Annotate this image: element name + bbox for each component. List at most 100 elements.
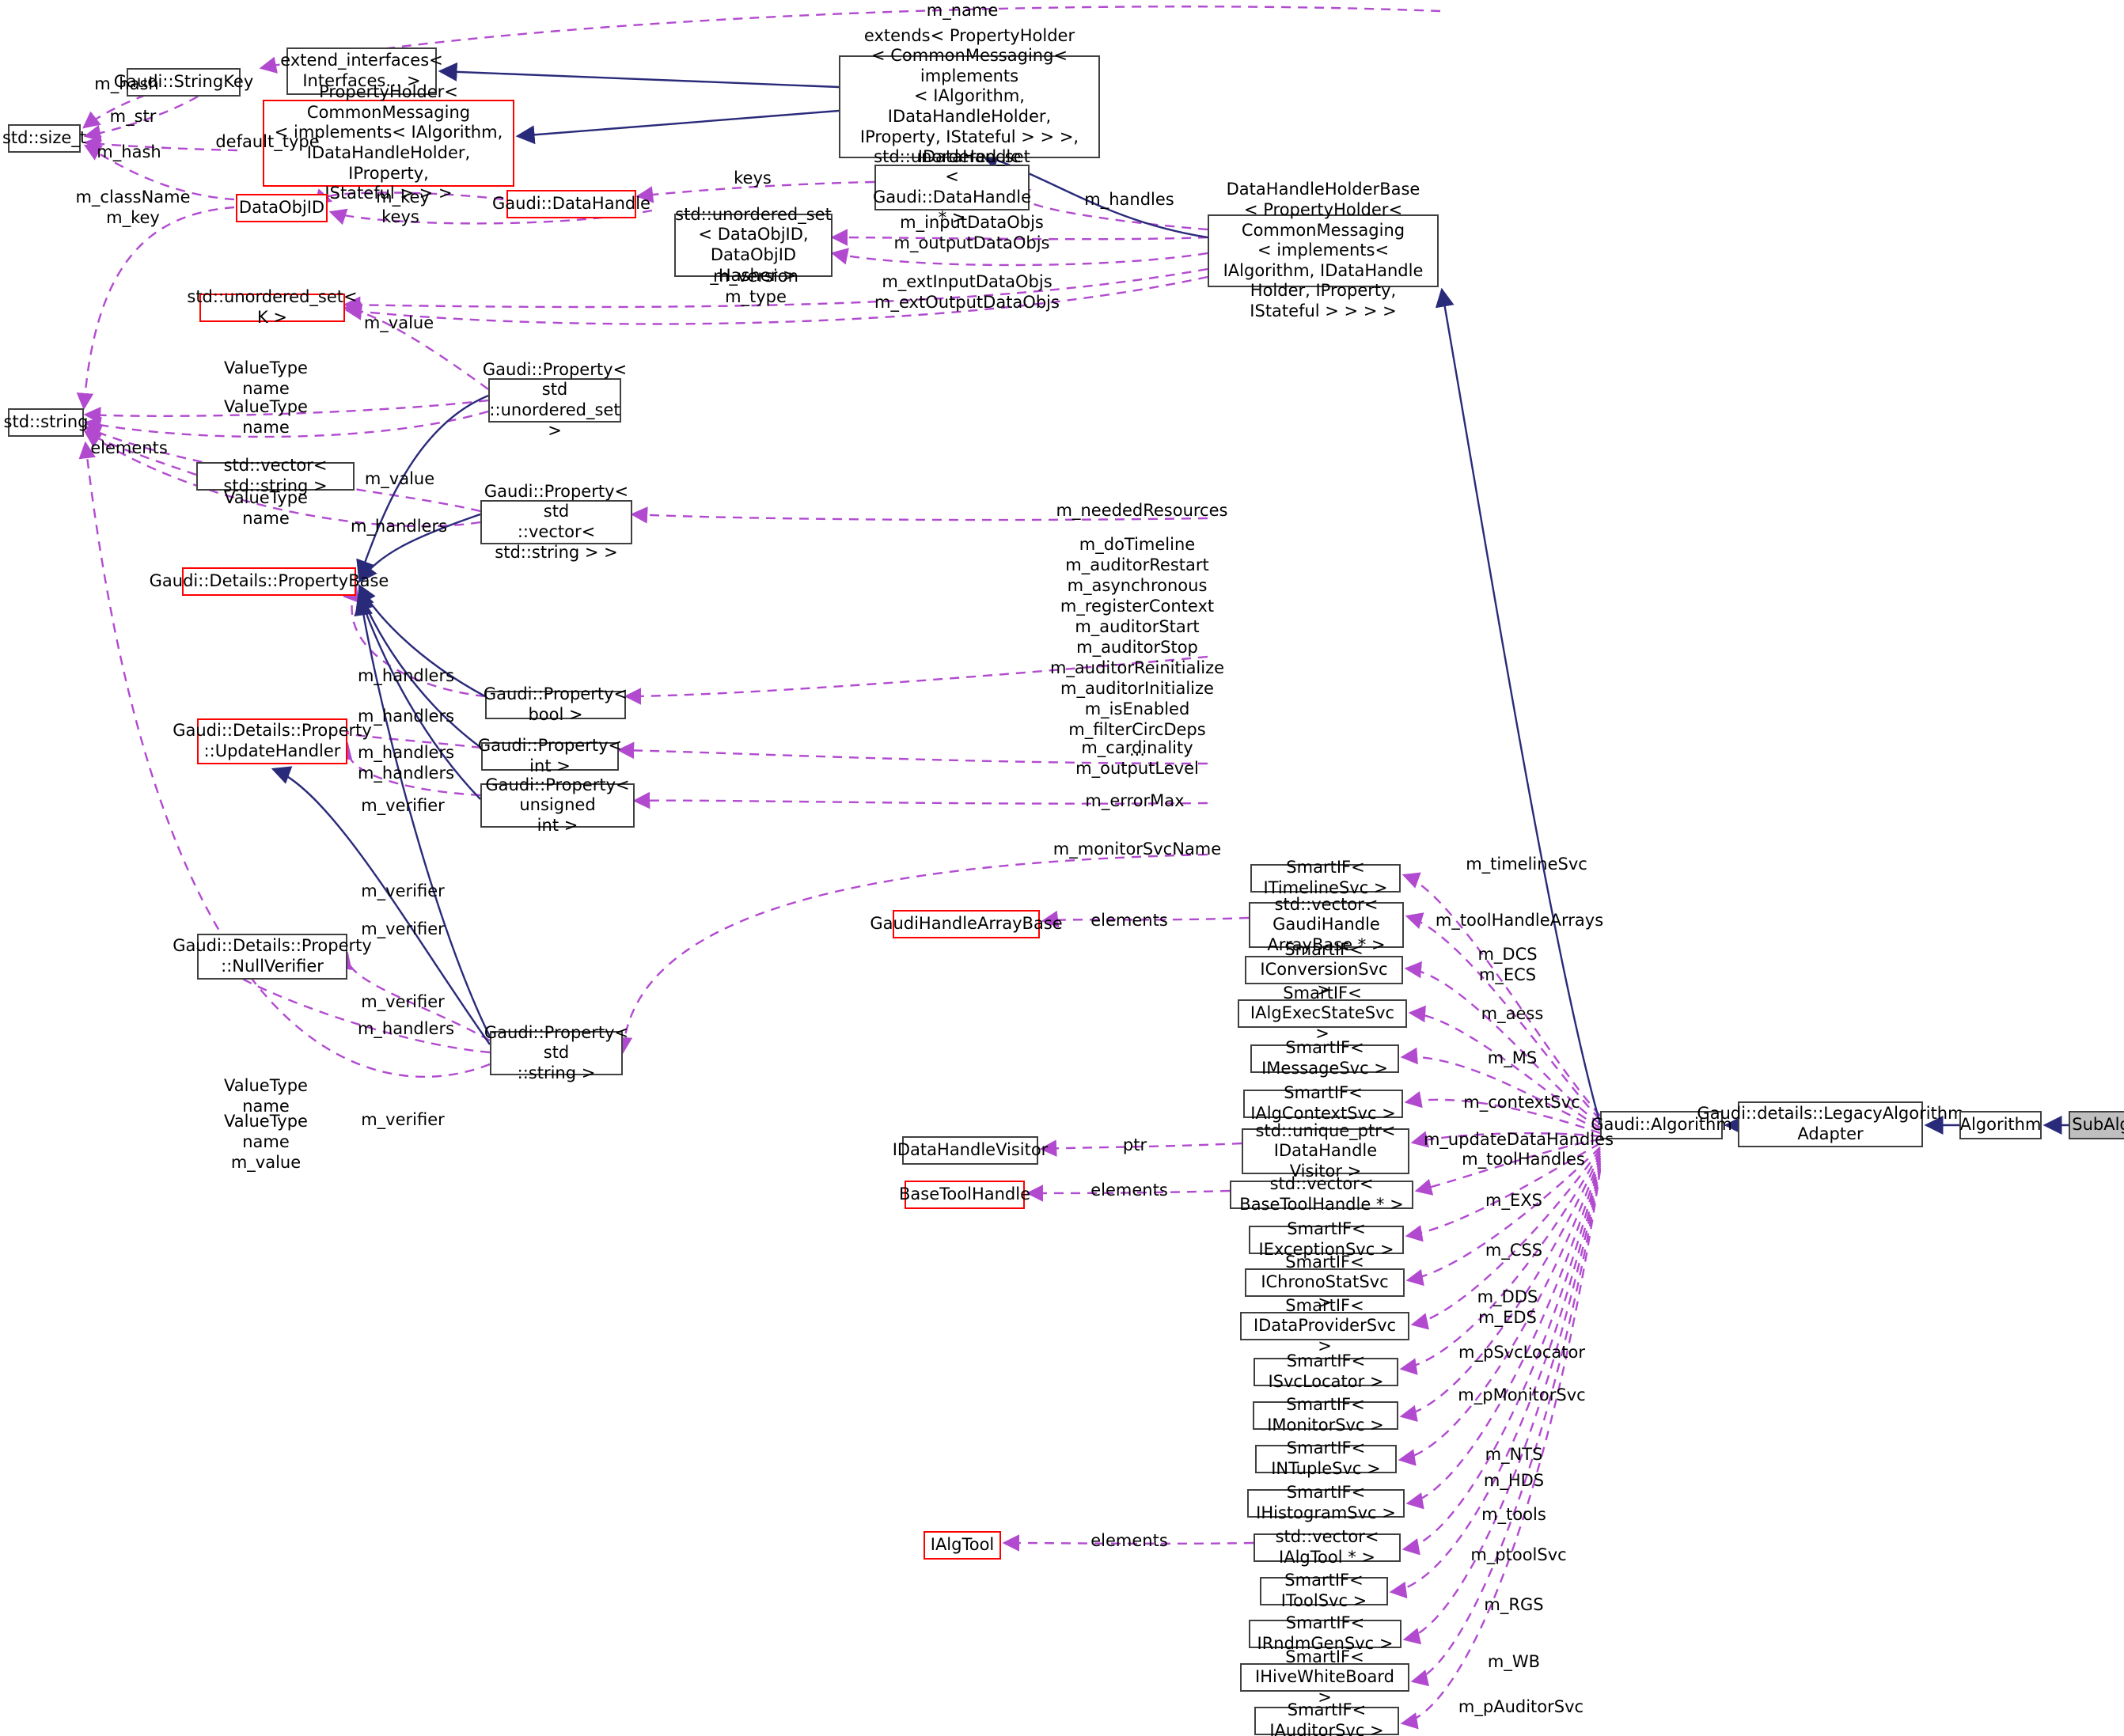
edge-label-m-extinputdataobjs: m_extInputDataObjs m_extOutputDataObjs — [874, 271, 1060, 312]
class-node-smartif-iexceptionsvc[interactable]: SmartIF< IExceptionSvc > — [1249, 1219, 1404, 1259]
class-node-std-unordered-set-k[interactable]: std::unordered_set< K > — [187, 287, 358, 327]
class-node-std-size-t[interactable]: std::size_t — [2, 124, 86, 153]
class-node-gaudi-details-legacyalgorithm-adapter[interactable]: Gaudi::details::LegacyAlgorithm Adapter — [1697, 1101, 1964, 1147]
edge-label-m-ms: m_MS — [1487, 1048, 1538, 1067]
class-node-basetoolhandle[interactable]: BaseToolHandle — [899, 1181, 1030, 1209]
edge-label-m-psvclocator: m_pSvcLocator — [1458, 1342, 1585, 1362]
edge-label-m-updatedatahandles: m_updateDataHandles — [1423, 1129, 1614, 1149]
edge-label-m-verifier: m_verifier — [361, 991, 445, 1011]
class-node-std-vector-std-string[interactable]: std::vector< std::string > — [196, 456, 355, 495]
edge-label-m-cardinality: m_cardinality m_outputLevel — [1075, 737, 1199, 778]
edge-label-valuetype: ValueType name — [224, 487, 308, 528]
class-node-gaudi-property-std-vector-std-string[interactable]: Gaudi::Property< std ::vector< std::stri… — [480, 482, 632, 562]
class-node-std-vector-basetoolhandle[interactable]: std::vector< BaseToolHandle * > — [1230, 1174, 1413, 1214]
edge-label-m-toolhandles: m_toolHandles — [1462, 1149, 1585, 1169]
edge-label-m-str: m_str — [109, 106, 157, 126]
edge-label-m-errormax: m_errorMax — [1085, 790, 1185, 810]
edge-label-m-verifier: m_verifier — [361, 1109, 445, 1129]
class-node-std-unordered-set-gaudi-datahandle[interactable]: std::unordered_set < Gaudi::DataHandle *… — [873, 147, 1031, 227]
edge-label-keys: keys — [734, 168, 772, 188]
class-node-smartif-intuplesvc[interactable]: SmartIF< INTupleSvc > — [1255, 1438, 1397, 1478]
class-node-smartif-isvclocator[interactable]: SmartIF< ISvcLocator > — [1254, 1351, 1398, 1391]
class-node-std-unordered-set-dataobjid-dataobjid-hasher[interactable]: std::unordered_set < DataObjID, DataObjI… — [674, 204, 833, 285]
class-node-std-string[interactable]: std::string — [4, 408, 88, 437]
class-node-ialgtool[interactable]: IAlgTool — [924, 1531, 1001, 1560]
edge-label-m-dotimeline: m_doTimeline m_auditorRestart m_asynchro… — [1049, 534, 1225, 760]
edge-label-m-exs: m_EXS — [1485, 1190, 1542, 1210]
class-node-gaudi-property-std-string[interactable]: Gaudi::Property< std ::string > — [484, 1022, 629, 1082]
edge-label-m-handlers: m_handlers — [350, 516, 448, 536]
class-node-propertyholder-commonmessaging-implements-ialgor[interactable]: PropertyHolder< CommonMessaging < implem… — [263, 82, 514, 203]
edge-label-m-wb: m_WB — [1487, 1651, 1541, 1671]
edge-label-m-rgs: m_RGS — [1484, 1594, 1544, 1614]
class-node-extends-propertyholder-commonmessaging-implement[interactable]: extends< PropertyHolder < CommonMessagin… — [839, 26, 1100, 187]
class-node-gaudi-property-bool[interactable]: Gaudi::Property< bool > — [483, 684, 628, 724]
class-node-gaudi-property-int[interactable]: Gaudi::Property< int > — [477, 736, 623, 775]
class-node-gaudi-details-propertybase[interactable]: Gaudi::Details::PropertyBase — [150, 567, 389, 596]
edge-label-m-monitorsvcname: m_monitorSvcName — [1053, 839, 1222, 859]
class-node-gaudi-stringkey[interactable]: Gaudi::StringKey — [114, 68, 253, 97]
edge-label-m-version: m_version m_type — [713, 266, 798, 306]
edge-label-m-aess: m_aess — [1481, 1003, 1544, 1023]
edge-label-elements: elements — [1090, 1180, 1168, 1200]
edge-label-elements: elements — [90, 438, 168, 457]
class-node-smartif-imonitorsvc[interactable]: SmartIF< IMonitorSvc > — [1253, 1395, 1398, 1435]
edge-label-m-verifier: m_verifier — [361, 919, 445, 938]
edge-label-m-dcs: m_DCS m_ECS — [1477, 944, 1538, 984]
edge-label-m-handlers: m_handlers — [357, 763, 455, 783]
edge-label-ptr: ptr — [1122, 1135, 1147, 1154]
class-node-datahandleholderbase-propertyholder-commonmessag[interactable]: DataHandleHolderBase < PropertyHolder< C… — [1208, 180, 1439, 320]
class-node-smartif-iauditorsvc[interactable]: SmartIF< IAuditorSvc > — [1254, 1700, 1399, 1736]
class-node-gaudi-property-unsigned-int[interactable]: Gaudi::Property< unsigned int > — [480, 775, 635, 835]
class-node-dataobjid[interactable]: DataObjID — [236, 194, 328, 222]
edge-label-m-verifier: m_verifier — [361, 795, 445, 815]
class-node-smartif-iconversionsvc[interactable]: SmartIF< IConversionSvc > — [1245, 940, 1403, 999]
edge-label-m-name: m_name — [926, 0, 999, 20]
edge-label-m-hds: m_HDS — [1483, 1470, 1545, 1490]
class-node-gaudi-details-property-nullverifier[interactable]: Gaudi::Details::Property ::NullVerifier — [173, 934, 372, 980]
class-node-subalg[interactable]: SubAlg — [2069, 1111, 2124, 1139]
edge-label-m-handlers: m_handlers — [357, 665, 455, 685]
edge-label-m-handlers: m_handlers — [357, 1018, 455, 1038]
edge-label-m-ptoolsvc: m_ptoolSvc — [1470, 1545, 1567, 1564]
edge-label-m-hash: m_hash — [97, 142, 161, 161]
edge-label-m-tools: m_tools — [1481, 1504, 1546, 1524]
class-node-smartif-ialgexecstatesvc[interactable]: SmartIF< IAlgExecStateSvc > — [1238, 984, 1407, 1043]
class-node-std-vector-ialgtool[interactable]: std::vector< IAlgTool * > — [1254, 1527, 1401, 1567]
class-node-smartif-idataprovidersvc[interactable]: SmartIF< IDataProviderSvc > — [1240, 1296, 1409, 1355]
class-node-smartif-ihistogramsvc[interactable]: SmartIF< IHistogramSvc > — [1247, 1483, 1405, 1522]
edge-label-valuetype: ValueType name — [224, 396, 308, 437]
class-node-smartif-ialgcontextsvc[interactable]: SmartIF< IAlgContextSvc > — [1243, 1083, 1403, 1123]
edge-label-m-inputdataobjs: m_inputDataObjs m_outputDataObjs — [893, 212, 1050, 252]
class-node-idatahandlevisitor[interactable]: IDataHandleVisitor — [893, 1136, 1048, 1165]
class-node-smartif-ihivewhiteboard[interactable]: SmartIF< IHiveWhiteBoard > — [1240, 1647, 1409, 1707]
class-node-std-unique-ptr-idatahandle-visitor[interactable]: std::unique_ptr< IDataHandle Visitor > — [1242, 1121, 1409, 1181]
class-node-algorithm[interactable]: Algorithm — [1959, 1111, 2042, 1139]
class-node-extend-interfaces-interfaces[interactable]: extend_interfaces< Interfaces... > — [280, 47, 443, 95]
edge-label-m-timelinesvc: m_timelineSvc — [1466, 854, 1587, 874]
edge-label-m-value: m_value — [363, 313, 434, 332]
edge-label-keys: keys — [381, 207, 419, 226]
edge-label-m-handlers: m_handlers — [357, 742, 455, 762]
class-node-gaudihandlearraybase[interactable]: GaudiHandleArrayBase — [870, 910, 1063, 938]
edge-label-elements: elements — [1090, 1530, 1168, 1550]
edge-label-m-css: m_CSS — [1485, 1240, 1543, 1260]
class-node-smartif-itoolsvc[interactable]: SmartIF< IToolSvc > — [1260, 1571, 1388, 1610]
edge-label-valuetype: ValueType name m_value — [224, 1111, 308, 1173]
class-node-gaudi-property-std-unordered-set[interactable]: Gaudi::Property< std ::unordered_set > — [482, 359, 628, 440]
class-node-smartif-ichronostatsvc[interactable]: SmartIF< IChronoStatSvc > — [1245, 1253, 1405, 1312]
edge-label-m-value: m_value — [364, 468, 435, 488]
edge-label-m-hash: m_hash — [94, 74, 159, 93]
class-node-smartif-itimelinesvc[interactable]: SmartIF< ITimelineSvc > — [1250, 858, 1401, 897]
class-node-gaudi-algorithm[interactable]: Gaudi::Algorithm — [1591, 1111, 1732, 1139]
class-node-gaudi-details-property-updatehandler[interactable]: Gaudi::Details::Property ::UpdateHandler — [173, 718, 372, 764]
edge-label-m-key: m_key — [376, 187, 430, 207]
class-node-smartif-irndmgensvc[interactable]: SmartIF< IRndmGenSvc > — [1249, 1613, 1401, 1653]
edge-label-valuetype: ValueType name — [224, 358, 308, 398]
edge-label-m-dds: m_DDS m_EDS — [1477, 1287, 1538, 1327]
class-node-gaudi-datahandle[interactable]: Gaudi::DataHandle — [492, 190, 650, 218]
edge-label-m-contextsvc: m_contextSvc — [1463, 1092, 1580, 1112]
class-node-smartif-imessagesvc[interactable]: SmartIF< IMessageSvc > — [1250, 1038, 1399, 1078]
